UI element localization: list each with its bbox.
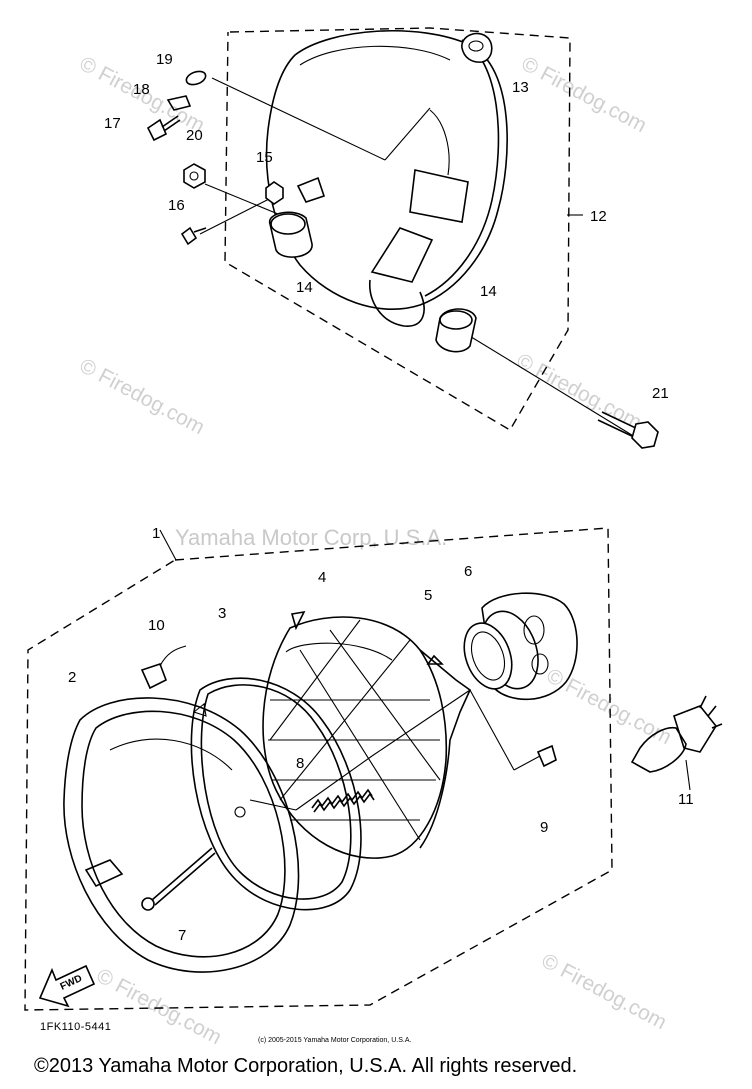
- screw-7: [141, 847, 216, 911]
- label-14-left: 14: [296, 279, 313, 296]
- screw-16: [180, 226, 207, 246]
- grommet-13: [461, 32, 493, 63]
- label-15: 15: [256, 149, 273, 166]
- rim-ring-2: [63, 697, 300, 973]
- label-6: 6: [464, 563, 472, 580]
- label-3: 3: [218, 605, 226, 622]
- leader-lines-top: [199, 77, 641, 441]
- fwd-arrow: FWD: [38, 964, 96, 1008]
- clip-18: [166, 95, 192, 111]
- screw-17: [146, 115, 181, 142]
- label-1: 1: [152, 525, 160, 542]
- label-13: 13: [512, 79, 529, 96]
- label-4: 4: [318, 569, 326, 586]
- watermark-firedog: © Firedog.com: [93, 964, 226, 1049]
- watermark-firedog: © Firedog.com: [538, 949, 671, 1034]
- small-copyright: (c) 2005-2015 Yamaha Motor Corporation, …: [258, 1037, 411, 1044]
- part-labels: 19 18 17 20 15 16 14 14 13 12 21 1 4 6 5…: [68, 51, 694, 944]
- headlight-unit-box: [24, 527, 613, 1011]
- watermark-group: © Firedog.com © Firedog.com © Firedog.co…: [76, 52, 676, 1049]
- damper-14-right: [435, 308, 477, 353]
- housing-assembly-box: [224, 27, 583, 431]
- label-18: 18: [133, 81, 150, 98]
- label-11: 11: [678, 791, 694, 808]
- watermark-firedog: © Firedog.com: [513, 349, 646, 434]
- label-5: 5: [424, 587, 432, 604]
- bulb-11: [630, 695, 723, 773]
- label-16: 16: [168, 197, 185, 214]
- watermark-firedog: © Firedog.com: [518, 52, 651, 137]
- footer-copyright: ©2013 Yamaha Motor Corporation, U.S.A. A…: [34, 1055, 577, 1077]
- washer-19: [185, 70, 207, 86]
- socket-ring-5: [463, 622, 513, 690]
- headlight-unit-4: [262, 610, 472, 859]
- label-8: 8: [296, 755, 304, 772]
- label-19: 19: [156, 51, 173, 68]
- spring-8: [311, 788, 375, 813]
- label-7: 7: [178, 927, 186, 944]
- label-10: 10: [148, 617, 165, 634]
- bolt-21: [597, 411, 659, 449]
- label-2: 2: [68, 669, 76, 686]
- watermark-firedog: © Firedog.com: [76, 354, 209, 439]
- label-20: 20: [186, 127, 203, 144]
- watermark-corp: Yamaha Motor Corp, U.S.A.: [175, 525, 447, 550]
- clip-10: [140, 645, 187, 690]
- label-21: 21: [652, 385, 669, 402]
- damper-14-left: [269, 211, 313, 258]
- label-9: 9: [540, 819, 548, 836]
- label-14-right: 14: [480, 283, 497, 300]
- leader-lines-bottom: [159, 529, 691, 811]
- clip-9: [536, 744, 557, 768]
- label-17: 17: [104, 115, 121, 132]
- rim-3: [190, 677, 362, 911]
- nut-15: [265, 181, 284, 205]
- watermark-firedog: © Firedog.com: [543, 664, 676, 749]
- diagram-code: 1FK110-5441: [40, 1021, 111, 1033]
- nut-20: [183, 163, 206, 189]
- label-12: 12: [590, 208, 607, 225]
